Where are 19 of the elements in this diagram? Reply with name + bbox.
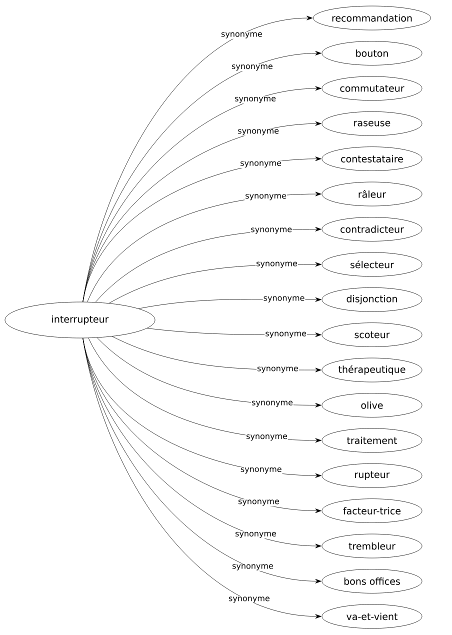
edge-label: synonyme — [240, 466, 282, 474]
edge-label: synonyme — [231, 64, 274, 72]
arrow — [82, 156, 322, 302]
edge-label: synonyme — [240, 160, 282, 168]
edge-label: synonyme — [246, 434, 288, 442]
edge-label: synonyme — [234, 96, 276, 104]
edge-label: synonyme — [262, 296, 306, 303]
edge-label: synonyme — [238, 499, 280, 506]
edge-label: synonyme — [220, 32, 263, 39]
edge-label: synonyme — [237, 128, 280, 136]
edge-label: synonyme — [256, 366, 299, 374]
edge-label: synonyme — [250, 227, 293, 234]
edge-label: synonyme — [264, 331, 308, 338]
edge-label: synonyme — [232, 564, 274, 571]
edge-label: synonyme — [234, 531, 277, 539]
edge-label: synonyme — [228, 596, 270, 604]
edge-label: synonyme — [244, 194, 287, 201]
edge-label: synonyme — [256, 261, 298, 268]
edge-label: synonyme — [251, 400, 294, 408]
